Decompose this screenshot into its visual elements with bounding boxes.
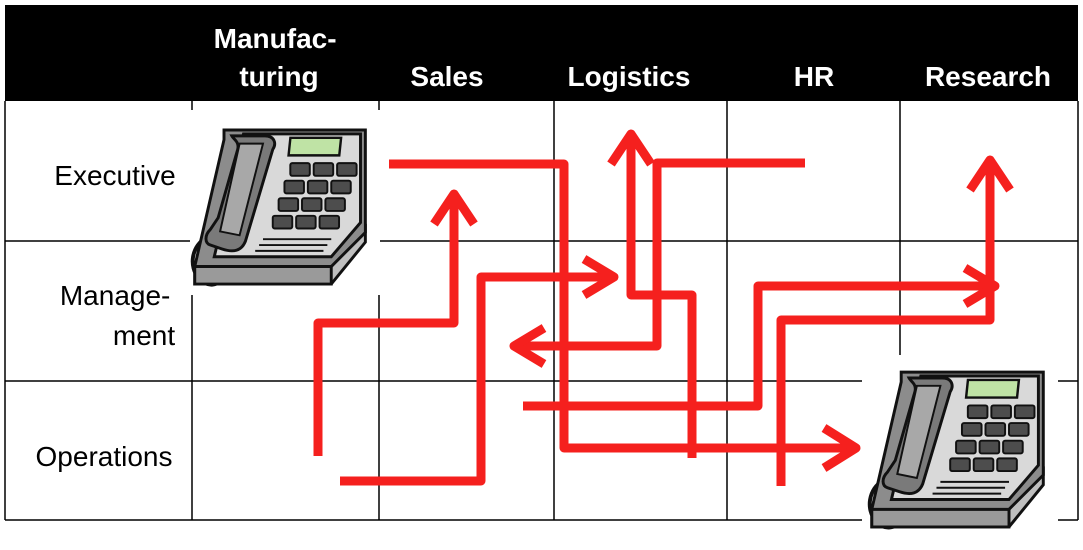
route-arrow — [776, 166, 995, 486]
row-labels: Executive Manage- ment Operations — [36, 160, 178, 472]
route-arrow — [516, 158, 805, 351]
route-arrow — [430, 189, 478, 227]
row-label-executive: Executive — [54, 160, 175, 191]
route-arrow — [821, 424, 861, 472]
column-header-logistics: Logistics — [568, 61, 691, 92]
route-arrow — [581, 255, 619, 299]
row-label-management: Manage- ment — [60, 280, 178, 351]
column-header-research: Research — [925, 61, 1051, 92]
column-header-sales: Sales — [410, 61, 483, 92]
route-arrow — [962, 264, 1000, 308]
column-headers: Manufac- turing Sales Logistics HR Resea… — [214, 23, 1051, 92]
route-arrow — [313, 202, 459, 456]
route-arrow — [389, 159, 850, 453]
column-header-manufacturing: Manufac- turing — [214, 23, 345, 92]
route-arrow — [523, 281, 993, 411]
header-band — [5, 5, 1078, 101]
column-header-hr: HR — [794, 61, 834, 92]
route-arrow — [607, 129, 655, 167]
route-arrow — [966, 155, 1014, 193]
route-arrow — [340, 272, 612, 486]
row-label-operations: Operations — [36, 441, 173, 472]
call-routing-arrows — [313, 129, 1014, 486]
route-arrow — [509, 324, 547, 368]
